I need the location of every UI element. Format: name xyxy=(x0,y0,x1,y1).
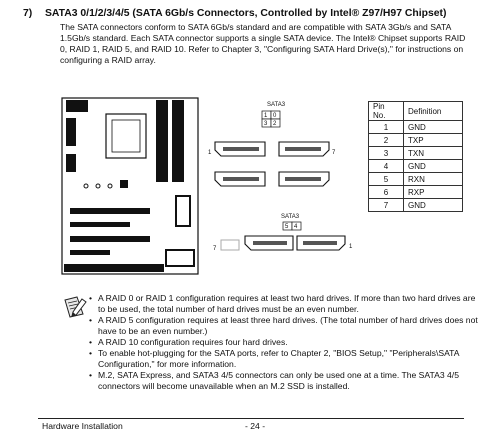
port-number: 4 xyxy=(294,224,298,230)
list-item: A RAID 5 configuration requires at least… xyxy=(88,315,480,337)
sata-location-marker-1 xyxy=(175,195,191,227)
pin-one-label: 1 xyxy=(349,244,353,250)
sata-port-contacts xyxy=(223,177,259,181)
section-heading: 7) SATA3 0/1/2/3/4/5 (SATA 6Gb/s Connecto… xyxy=(23,8,446,19)
sata-port-contacts xyxy=(285,177,321,181)
list-item: A RAID 0 or RAID 1 configuration require… xyxy=(88,293,480,315)
chip xyxy=(120,180,128,188)
sata-port-contacts xyxy=(303,241,337,245)
cpu-socket-inner xyxy=(111,119,141,153)
pin-number: 2 xyxy=(368,133,404,147)
port-box xyxy=(270,118,281,128)
sata-group2-label: SATA3 xyxy=(281,214,300,220)
io-ports-2 xyxy=(66,154,76,172)
port-number: 2 xyxy=(273,121,277,127)
intro-paragraph: The SATA connectors conform to SATA 6Gb/… xyxy=(60,22,466,65)
pcie-slot-1 xyxy=(70,208,150,214)
mount-hole-1 xyxy=(83,183,89,189)
pin-definition: TXN xyxy=(403,146,463,160)
sata-connector-illustration: SATA3 1 0 3 2 1 7 SATA3 5 4 7 1 xyxy=(205,96,365,266)
io-ports xyxy=(66,118,76,146)
pin-seven-label: 7 xyxy=(332,150,336,156)
list-item: M.2, SATA Express, and SATA3 4/5 connect… xyxy=(88,370,480,392)
pin-number: 5 xyxy=(368,172,404,186)
motherboard-diagram xyxy=(61,97,199,275)
section-title: SATA3 0/1/2/3/4/5 (SATA 6Gb/s Connectors… xyxy=(45,8,447,19)
pcie-slot-4 xyxy=(70,250,110,255)
sata-group1-label: SATA3 xyxy=(267,102,286,108)
table-header-row: Pin No. Definition xyxy=(368,101,463,121)
pin-number: 6 xyxy=(368,185,404,199)
pin-one-label: 1 xyxy=(208,150,212,156)
sata-connector-svg: SATA3 1 0 3 2 1 7 SATA3 5 4 7 1 xyxy=(208,102,353,252)
pin-number: 1 xyxy=(368,120,404,134)
pin-definition: RXP xyxy=(403,185,463,199)
pin-number: 7 xyxy=(368,198,404,212)
pin-no-header: Pin No. xyxy=(368,101,404,121)
note-pencil-icon xyxy=(64,296,87,318)
pin-definition: GND xyxy=(403,198,463,212)
port-box xyxy=(291,221,302,231)
memory-slot-2 xyxy=(172,100,184,182)
footer-divider xyxy=(38,418,464,419)
pin-number: 3 xyxy=(368,146,404,160)
pin-seven-label: 7 xyxy=(213,246,217,252)
power-connector xyxy=(66,100,88,112)
port-number: 1 xyxy=(264,113,268,119)
list-item: To enable hot-plugging for the SATA port… xyxy=(88,348,480,370)
mount-hole-2 xyxy=(95,183,101,189)
sata-express-side-connector xyxy=(220,239,240,251)
notes-list: A RAID 0 or RAID 1 configuration require… xyxy=(88,293,480,392)
pin-definition: GND xyxy=(403,120,463,134)
memory-slot-1 xyxy=(156,100,168,182)
pin-definition: RXN xyxy=(403,172,463,186)
pin-definition: TXP xyxy=(403,133,463,147)
port-number: 5 xyxy=(285,224,289,230)
cpu-socket xyxy=(105,113,147,159)
pin-number: 4 xyxy=(368,159,404,173)
footer-chapter: Hardware Installation xyxy=(42,421,123,431)
port-number: 0 xyxy=(273,113,277,119)
sata-port-contacts xyxy=(253,241,287,245)
footer-page-number: - 24 - xyxy=(245,421,266,431)
definition-header: Definition xyxy=(403,101,463,121)
bottom-headers xyxy=(64,264,164,272)
sata-location-marker-2 xyxy=(165,249,195,267)
pcie-slot-3 xyxy=(70,236,150,242)
mount-hole-3 xyxy=(107,183,113,189)
section-number: 7) xyxy=(23,8,33,19)
port-number: 3 xyxy=(264,121,268,127)
pcie-slot-2 xyxy=(70,222,130,227)
sata-port-contacts xyxy=(285,147,321,151)
pin-definition: GND xyxy=(403,159,463,173)
sata-port-contacts xyxy=(223,147,259,151)
list-item: A RAID 10 configuration requires four ha… xyxy=(88,337,480,348)
